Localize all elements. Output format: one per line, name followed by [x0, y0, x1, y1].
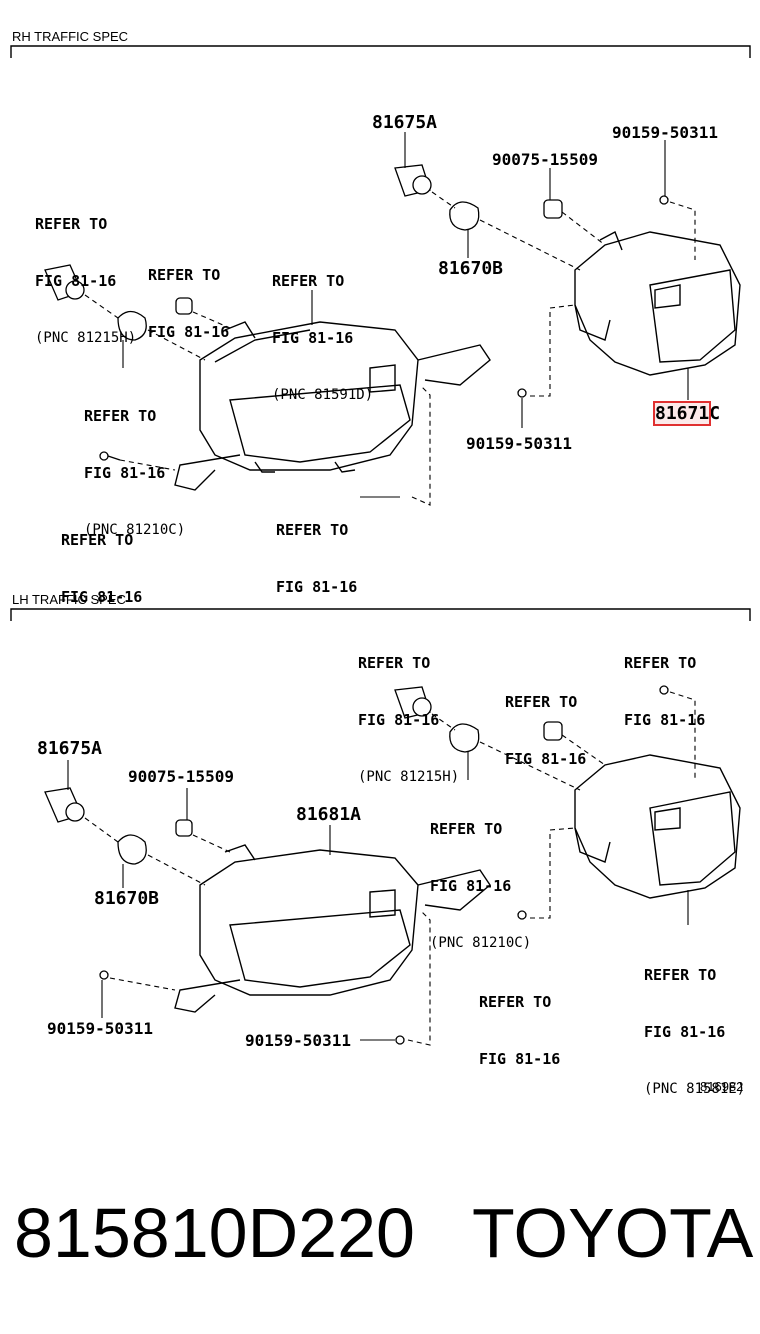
rh-part-90159-top[interactable]: 90159-50311: [612, 123, 718, 142]
rh-part-81671-highlight[interactable]: 81671: [652, 401, 712, 426]
lh-ref-c[interactable]: REFER TO FIG 81-16: [505, 693, 587, 768]
lh-left-fog-lamp-assembly: [174, 844, 491, 1013]
lh-section-title: LH TRAFFIC SPEC: [12, 592, 126, 607]
lh-ref-f[interactable]: REFER TO FIG 81-16: [479, 993, 561, 1068]
rh-left-fog-lamp-assembly: [174, 321, 491, 491]
rh-ref-f[interactable]: REFER TO FIG 81-16: [276, 521, 358, 596]
rh-right-fog-lamp-assembly: [574, 231, 741, 376]
rh-ref-e[interactable]: REFER TO FIG 81-16: [61, 531, 143, 606]
rh-part-81671c[interactable]: 81671C: [652, 401, 721, 426]
lh-part-81670b[interactable]: 81670B: [94, 888, 160, 909]
footer-brand: TOYOTA: [472, 1194, 754, 1272]
lh-ref-e[interactable]: REFER TO FIG 81-16 (PNC 81581E): [644, 966, 746, 1097]
lh-ref-d[interactable]: REFER TO FIG 81-16 (PNC 81210C): [430, 820, 532, 951]
rh-left-socket-icon: [44, 264, 193, 461]
lh-right-socket-icon: [394, 685, 669, 920]
rh-part-81671-suffix: C: [709, 403, 721, 424]
rh-part-90075[interactable]: 90075-15509: [492, 150, 598, 169]
rh-ref-d[interactable]: REFER TO FIG 81-16 (PNC 81210C): [84, 407, 186, 538]
footer-part-number: 815810D220: [14, 1194, 415, 1272]
lh-part-90075[interactable]: 90075-15509: [128, 767, 234, 786]
lh-part-90159-bottom[interactable]: 90159-50311: [245, 1031, 351, 1050]
lh-part-81675a[interactable]: 81675A: [37, 738, 103, 759]
lh-part-81681a[interactable]: 81681A: [296, 804, 362, 825]
rh-ref-a[interactable]: REFER TO FIG 81-16 (PNC 81215H): [35, 215, 137, 346]
lh-right-fog-lamp-assembly: [574, 754, 741, 899]
lh-part-90159-left[interactable]: 90159-50311: [47, 1019, 153, 1038]
rh-ref-b[interactable]: REFER TO FIG 81-16: [148, 266, 230, 341]
lh-left-socket-icon: [44, 787, 405, 1045]
rh-part-81675a[interactable]: 81675A: [372, 112, 438, 133]
lh-ref-b[interactable]: REFER TO FIG 81-16: [624, 654, 706, 729]
rh-section-title: RH TRAFFIC SPEC: [12, 29, 129, 44]
rh-right-socket-icon: [394, 164, 669, 398]
rh-part-81670b[interactable]: 81670B: [438, 258, 504, 279]
figure-number: 816982: [700, 1079, 744, 1094]
rh-part-90159-mid[interactable]: 90159-50311: [466, 434, 572, 453]
lh-ref-a[interactable]: REFER TO FIG 81-16 (PNC 81215H): [358, 654, 460, 785]
rh-ref-c[interactable]: REFER TO FIG 81-16 (PNC 81591D): [272, 272, 374, 403]
